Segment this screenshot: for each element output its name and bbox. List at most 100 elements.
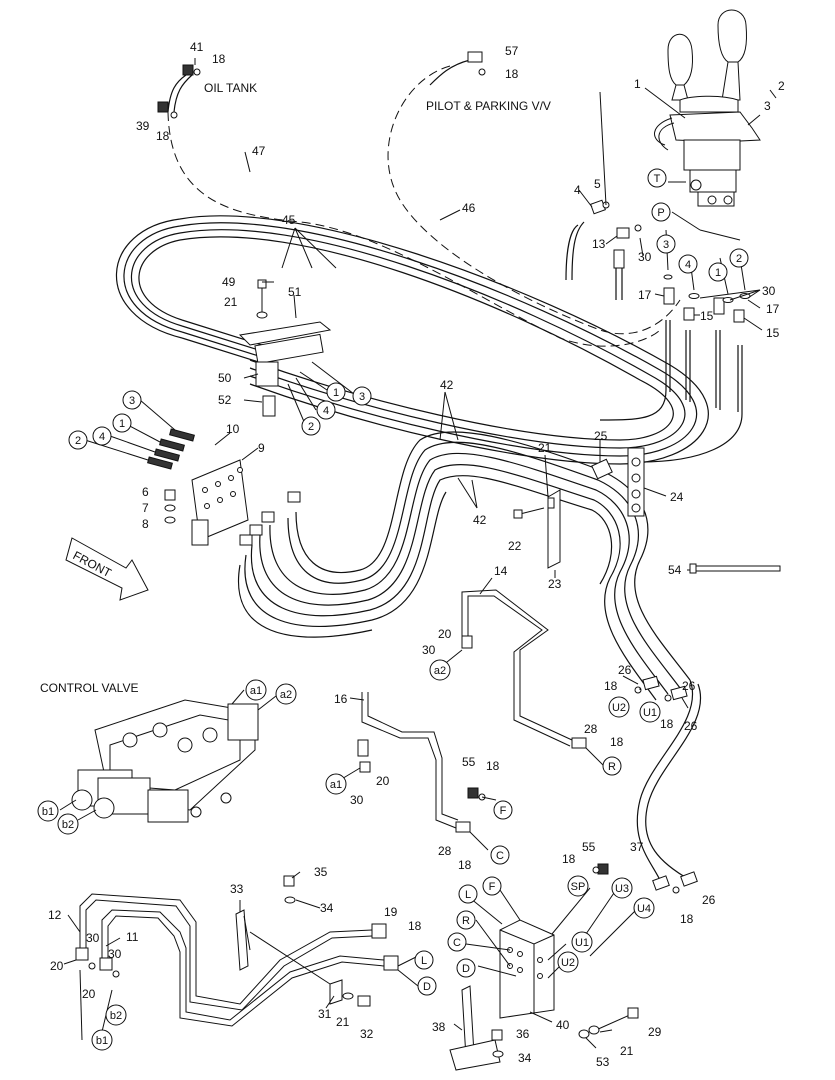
svg-text:R: R <box>462 915 470 927</box>
pilot-valve-down-hoses <box>599 320 743 463</box>
port-label-circle: L <box>414 950 434 970</box>
part-number: 18 <box>458 858 472 872</box>
port-label-circle: U2 <box>608 696 630 718</box>
svg-text:1: 1 <box>333 387 339 399</box>
svg-text:2: 2 <box>736 253 742 265</box>
part-number: 34 <box>518 1051 532 1065</box>
tube-14 <box>461 589 587 749</box>
part-number: 28 <box>438 844 452 858</box>
part-number: 18 <box>562 852 576 866</box>
svg-text:4: 4 <box>685 259 691 271</box>
bracket-38 <box>449 985 504 1071</box>
part-number: 42 <box>473 513 487 527</box>
port-label-circle: F <box>482 876 502 896</box>
part-number: 18 <box>604 679 618 693</box>
hose-47-dashed <box>167 111 661 347</box>
svg-text:U2: U2 <box>561 957 575 969</box>
part-number: 23 <box>548 577 562 591</box>
part-number: 41 <box>190 40 204 54</box>
svg-text:U3: U3 <box>615 883 629 895</box>
svg-text:b2: b2 <box>110 1010 122 1022</box>
pilot-parking-fitting <box>429 51 486 86</box>
part-number: 14 <box>494 564 508 578</box>
part-number: 18 <box>212 52 226 66</box>
svg-text:a1: a1 <box>250 685 262 697</box>
part-number: 50 <box>218 371 232 385</box>
part-number: 26 <box>702 893 716 907</box>
part-number: 6 <box>142 485 149 499</box>
port-label-circle: b1 <box>91 1029 113 1051</box>
part-number: 33 <box>230 882 244 896</box>
part-number: 55 <box>462 755 476 769</box>
port-label-circle: a2 <box>275 683 297 705</box>
part-number: 18 <box>680 912 694 926</box>
part-number: 37 <box>630 840 644 854</box>
part-number: 1 <box>634 77 641 91</box>
port-label-circle: 3 <box>122 390 142 410</box>
port-label-circle: 4 <box>678 254 698 274</box>
part-number: 3 <box>764 99 771 113</box>
part-number: 52 <box>218 393 232 407</box>
svg-text:SP: SP <box>571 881 586 893</box>
part-number: 31 <box>318 1007 332 1021</box>
port-label-circle: L <box>458 884 478 904</box>
svg-text:b2: b2 <box>62 819 74 831</box>
part-number: 18 <box>660 717 674 731</box>
svg-text:F: F <box>500 805 507 817</box>
port-label-circle: a1 <box>325 773 347 795</box>
svg-text:b1: b1 <box>42 806 54 818</box>
svg-text:C: C <box>496 850 504 862</box>
port-label-circle: F <box>493 800 513 820</box>
part-number: 24 <box>670 490 684 504</box>
svg-text:L: L <box>465 889 471 901</box>
svg-text:4: 4 <box>323 405 329 417</box>
svg-text:U4: U4 <box>637 903 651 915</box>
port-label-circle: C <box>490 845 510 865</box>
svg-text:2: 2 <box>308 421 314 433</box>
port-label-circle: U4 <box>633 897 655 919</box>
part-number: 18 <box>486 759 500 773</box>
port-label-circle: 1 <box>112 413 132 433</box>
svg-text:3: 3 <box>129 395 135 407</box>
svg-text:1: 1 <box>715 267 721 279</box>
part-number: 21 <box>336 1015 350 1029</box>
part-number: 18 <box>156 129 170 143</box>
part-number: 57 <box>505 44 519 58</box>
part-number: 8 <box>142 517 149 531</box>
part-number: 49 <box>222 275 236 289</box>
part-number: 18 <box>408 919 422 933</box>
port-label-circle: U1 <box>571 931 593 953</box>
port-label-circle: 4 <box>92 426 112 446</box>
part-number: 9 <box>258 441 265 455</box>
control-valve-body <box>71 699 259 823</box>
part-number: 12 <box>48 908 62 922</box>
port-label-circle: 4 <box>316 400 336 420</box>
hose-bundle-42 <box>237 431 691 701</box>
part-number: 5 <box>594 177 601 191</box>
part-number: 30 <box>108 947 122 961</box>
port-label-circle: U1 <box>639 701 661 723</box>
svg-text:D: D <box>462 963 470 975</box>
part-number: 18 <box>505 67 519 81</box>
svg-text:4: 4 <box>99 431 105 443</box>
port-label-circle: R <box>602 756 622 776</box>
part-number: 26 <box>682 679 696 693</box>
front-arrow <box>65 537 149 601</box>
part-number: 38 <box>432 1020 446 1034</box>
svg-text:T: T <box>654 173 661 185</box>
bracket-23 <box>513 489 561 569</box>
part-number: 30 <box>422 643 436 657</box>
port-label-circle: b1 <box>37 800 59 822</box>
bracket-9 <box>147 428 301 546</box>
part-number: 42 <box>440 378 454 392</box>
port-circles: T P 3 4 1 2 1 3 4 2 3 1 2 4 a1 a2 b1 b2 … <box>37 168 749 1051</box>
caption-pilot-parking: PILOT & PARKING V/V <box>426 99 551 113</box>
svg-text:D: D <box>423 981 431 993</box>
port-label-circle: R <box>456 910 476 930</box>
cable-tie-54 <box>689 563 781 574</box>
hoses-to-valve-block <box>636 679 701 881</box>
port-label-circle: D <box>456 958 476 978</box>
port-label-circle: 1 <box>708 262 728 282</box>
port-label-circle: 2 <box>301 416 321 436</box>
